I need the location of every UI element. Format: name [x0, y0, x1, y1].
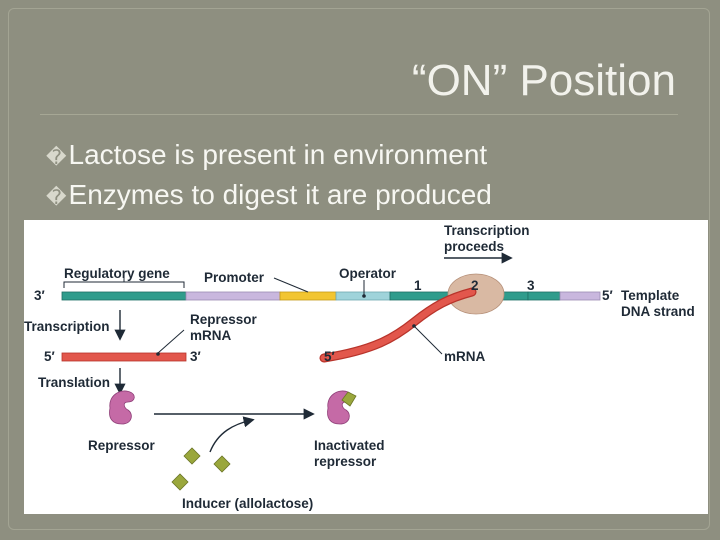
- inducer-molecule: [183, 447, 201, 465]
- label-gene-3: 3: [527, 278, 535, 293]
- inducer-binding-arrow: [209, 416, 255, 453]
- label-repressor-mrna: Repressor: [190, 312, 258, 327]
- label-translation: Translation: [38, 375, 110, 390]
- label-inactivated-repressor: repressor: [314, 454, 377, 469]
- label-repressor-mrna: mRNA: [190, 328, 232, 343]
- label-mrna-five-prime: 5′: [44, 349, 55, 364]
- bound-inducer-molecule: [341, 391, 357, 407]
- bullet-icon: �: [46, 185, 67, 209]
- promoter-leader: [273, 277, 309, 293]
- bullet-list: �Lactose is present in environment �Enzy…: [46, 136, 492, 216]
- mrna-dot: [412, 324, 416, 328]
- label-operator: Operator: [339, 266, 397, 281]
- repressor-protein: [109, 390, 135, 425]
- label-gene-2: 2: [471, 278, 479, 293]
- bullet-text: Enzymes to digest it are produced: [68, 179, 492, 210]
- repressor-mrna-dot: [156, 352, 160, 356]
- mrna-strand-fill: [320, 288, 476, 362]
- label-mrna-five-prime: 5′: [324, 349, 335, 364]
- promoter-segment: [185, 291, 281, 301]
- label-promoter: Promoter: [204, 270, 265, 285]
- label-inactivated-repressor: Inactivated: [314, 438, 385, 453]
- label-mrna: mRNA: [444, 349, 486, 364]
- label-inducer: Inducer (allolactose): [182, 496, 313, 511]
- dna-tail-segment: [559, 291, 601, 301]
- label-repressor: Repressor: [88, 438, 156, 453]
- slide-title: “ON” Position: [411, 56, 676, 105]
- dna-strand: [61, 291, 601, 301]
- label-template: DNA strand: [621, 304, 695, 319]
- regulatory-gene-segment: [61, 291, 187, 301]
- inducer-molecule: [213, 455, 231, 473]
- regulatory-gene-bracket: [63, 278, 185, 288]
- mrna-leader: [413, 325, 443, 355]
- title-divider: [40, 114, 678, 115]
- label-five-prime: 5′: [602, 288, 613, 303]
- gene-3-segment: [527, 291, 561, 301]
- lac-operon-diagram: Regulatory gene Promoter Operator 1 2 3 …: [24, 223, 695, 511]
- repressor-mrna-bar: [61, 352, 187, 362]
- label-transcription: Transcription: [24, 319, 110, 334]
- slide-frame: [8, 8, 710, 530]
- bullet-item: �Enzymes to digest it are produced: [46, 176, 492, 216]
- label-regulatory-gene: Regulatory gene: [64, 266, 170, 281]
- lac-operon-figure: Regulatory gene Promoter Operator 1 2 3 …: [24, 220, 708, 514]
- repressor-mrna-leader: [157, 329, 185, 354]
- promoter-highlight: [279, 291, 337, 301]
- label-transcription-proceeds: Transcription: [444, 223, 530, 238]
- operator-dot: [362, 294, 366, 298]
- bullet-text: Lactose is present in environment: [68, 139, 488, 170]
- bullet-item: �Lactose is present in environment: [46, 136, 492, 176]
- label-transcription-proceeds: proceeds: [444, 239, 504, 254]
- label-gene-1: 1: [414, 278, 422, 293]
- label-template: Template: [621, 288, 680, 303]
- label-three-prime: 3′: [34, 288, 45, 303]
- inducer-molecule: [171, 473, 189, 491]
- bullet-icon: �: [46, 145, 67, 169]
- label-mrna-three-prime: 3′: [190, 349, 201, 364]
